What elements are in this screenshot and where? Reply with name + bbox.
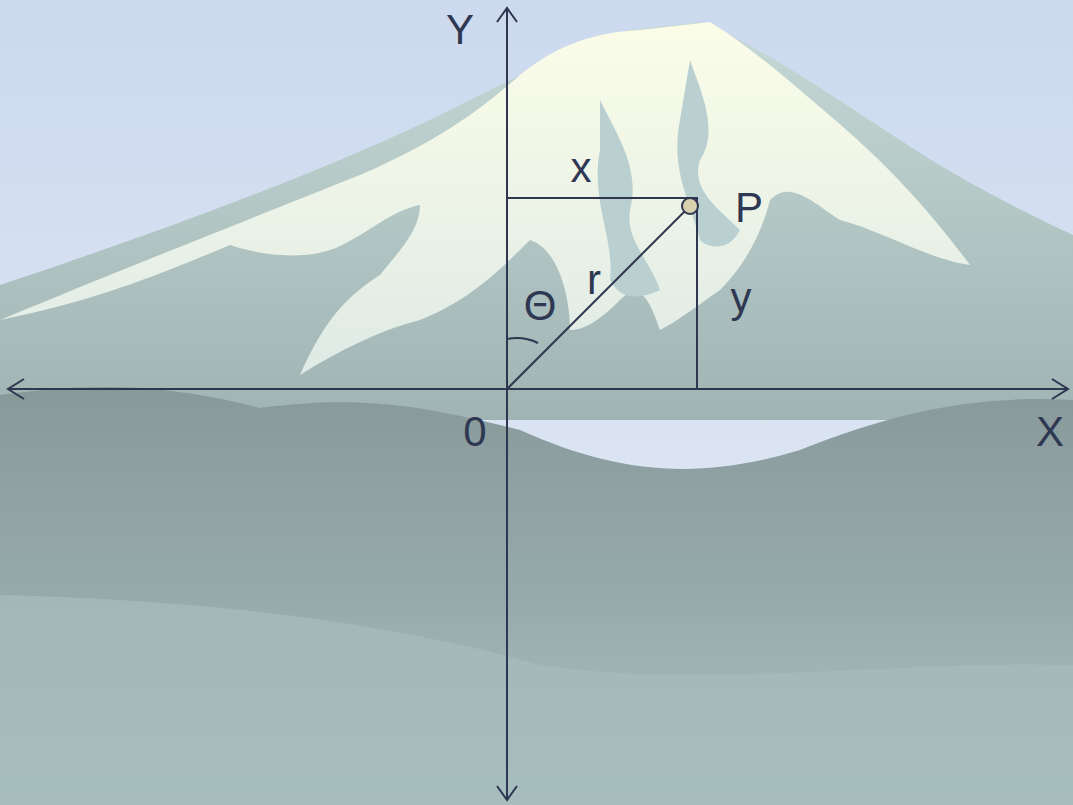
axis-label: Y <box>446 9 474 51</box>
origin-label: 0 <box>463 411 486 453</box>
dimension-label: x <box>571 147 592 189</box>
angle-label: Θ <box>524 285 557 327</box>
dimension-label: y <box>731 277 752 319</box>
axis-label: X <box>1036 411 1064 453</box>
dimension-label: r <box>587 259 601 301</box>
point-label: P <box>735 187 763 229</box>
